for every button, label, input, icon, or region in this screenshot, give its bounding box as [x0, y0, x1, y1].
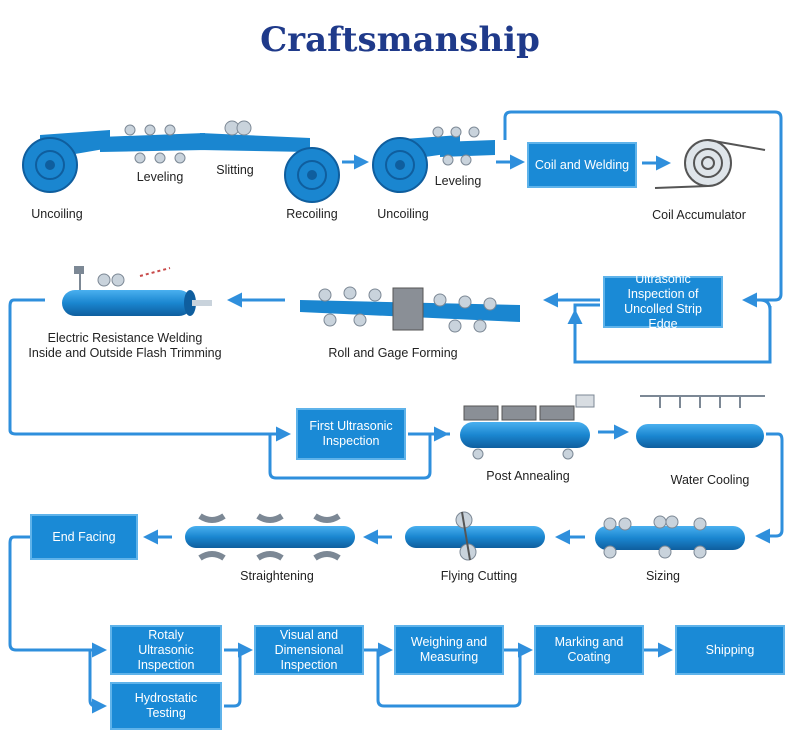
label-recoiling: Recoiling [286, 207, 338, 221]
label-leveling-1: Leveling [136, 170, 184, 184]
post-annealing-illustration [460, 394, 595, 460]
coil-accumulator-illustration [654, 139, 766, 189]
end-facing-label: End Facing [52, 529, 116, 544]
uncoiling-1-illustration [22, 130, 110, 193]
label-leveling-2: Leveling [434, 174, 482, 188]
roll-forming-illustration [300, 286, 520, 333]
label-straightening: Straightening [240, 569, 314, 583]
ultrasonic-strip-line1: Ultrasonic [635, 272, 691, 286]
label-coil-accumulator: Coil Accumulator [652, 208, 746, 222]
leveling-1-illustration [100, 124, 205, 164]
ultrasonic-strip-line3: Uncolled Strip Edge [624, 302, 702, 331]
box-visual-dimensional: Visual and Dimensional Inspection [254, 625, 364, 675]
marking-line2: Coating [567, 650, 611, 664]
box-weighing: Weighing and Measuring [394, 625, 504, 675]
box-coil-and-welding-label: Coil and Welding [534, 157, 630, 172]
label-erw-line1: Electric Resistance Welding [47, 331, 203, 345]
hydrostatic-line2: Testing [146, 706, 186, 720]
rotaly-line1: Rotaly [148, 627, 184, 642]
marking-line1: Marking and [554, 635, 624, 649]
rotaly-line3: Inspection [137, 657, 195, 672]
rotaly-line2: Ultrasonic [138, 642, 194, 657]
box-coil-and-welding: Coil and Welding [527, 142, 637, 188]
box-shipping: Shipping [675, 625, 785, 675]
ultrasonic-strip-line2: Inspection of [627, 287, 699, 301]
label-post-annealing: Post Annealing [486, 469, 570, 483]
label-slitting: Slitting [216, 163, 254, 177]
visual-line1: Visual and [279, 627, 339, 642]
box-first-ultrasonic: First Ultrasonic Inspection [296, 408, 406, 460]
label-uncoiling-1: Uncoiling [31, 207, 83, 221]
sizing-illustration [595, 515, 745, 559]
hydrostatic-line1: Hydrostatic [134, 691, 198, 705]
slitting-illustration [200, 120, 310, 152]
label-uncoiling-2: Uncoiling [377, 207, 429, 221]
erw-pipe-illustration [62, 266, 212, 316]
leveling-2-illustration [432, 126, 495, 166]
visual-line2: Dimensional [274, 642, 344, 657]
uncoiling-2-illustration [372, 135, 460, 193]
visual-line3: Inspection [280, 657, 338, 672]
page-title: Craftsmanship [260, 20, 540, 60]
box-hydrostatic: Hydrostatic Testing [110, 682, 222, 730]
box-rotaly-ultrasonic: Rotaly Ultrasonic Inspection [110, 625, 222, 675]
water-cooling-illustration [636, 395, 765, 448]
box-end-facing: End Facing [30, 514, 138, 560]
recoiling-illustration [284, 147, 340, 203]
shipping-label: Shipping [705, 642, 755, 657]
label-roll-gage: Roll and Gage Forming [328, 346, 458, 360]
first-ultrasonic-line2: Inspection [322, 434, 380, 448]
straightening-illustration [185, 513, 355, 561]
box-ultrasonic-strip: Ultrasonic Inspection of Uncolled Strip … [603, 272, 723, 331]
flying-cutting-illustration [405, 511, 545, 561]
box-marking-coating: Marking and Coating [534, 625, 644, 675]
weighing-line1: Weighing and [410, 635, 488, 649]
label-sizing: Sizing [645, 569, 681, 583]
label-flying-cutting: Flying Cutting [440, 569, 518, 583]
first-ultrasonic-line1: First Ultrasonic [309, 419, 393, 433]
label-water-cooling: Water Cooling [670, 473, 750, 487]
weighing-line2: Measuring [419, 650, 479, 664]
label-erw-line2: Inside and Outside Flash Trimming [28, 346, 222, 360]
